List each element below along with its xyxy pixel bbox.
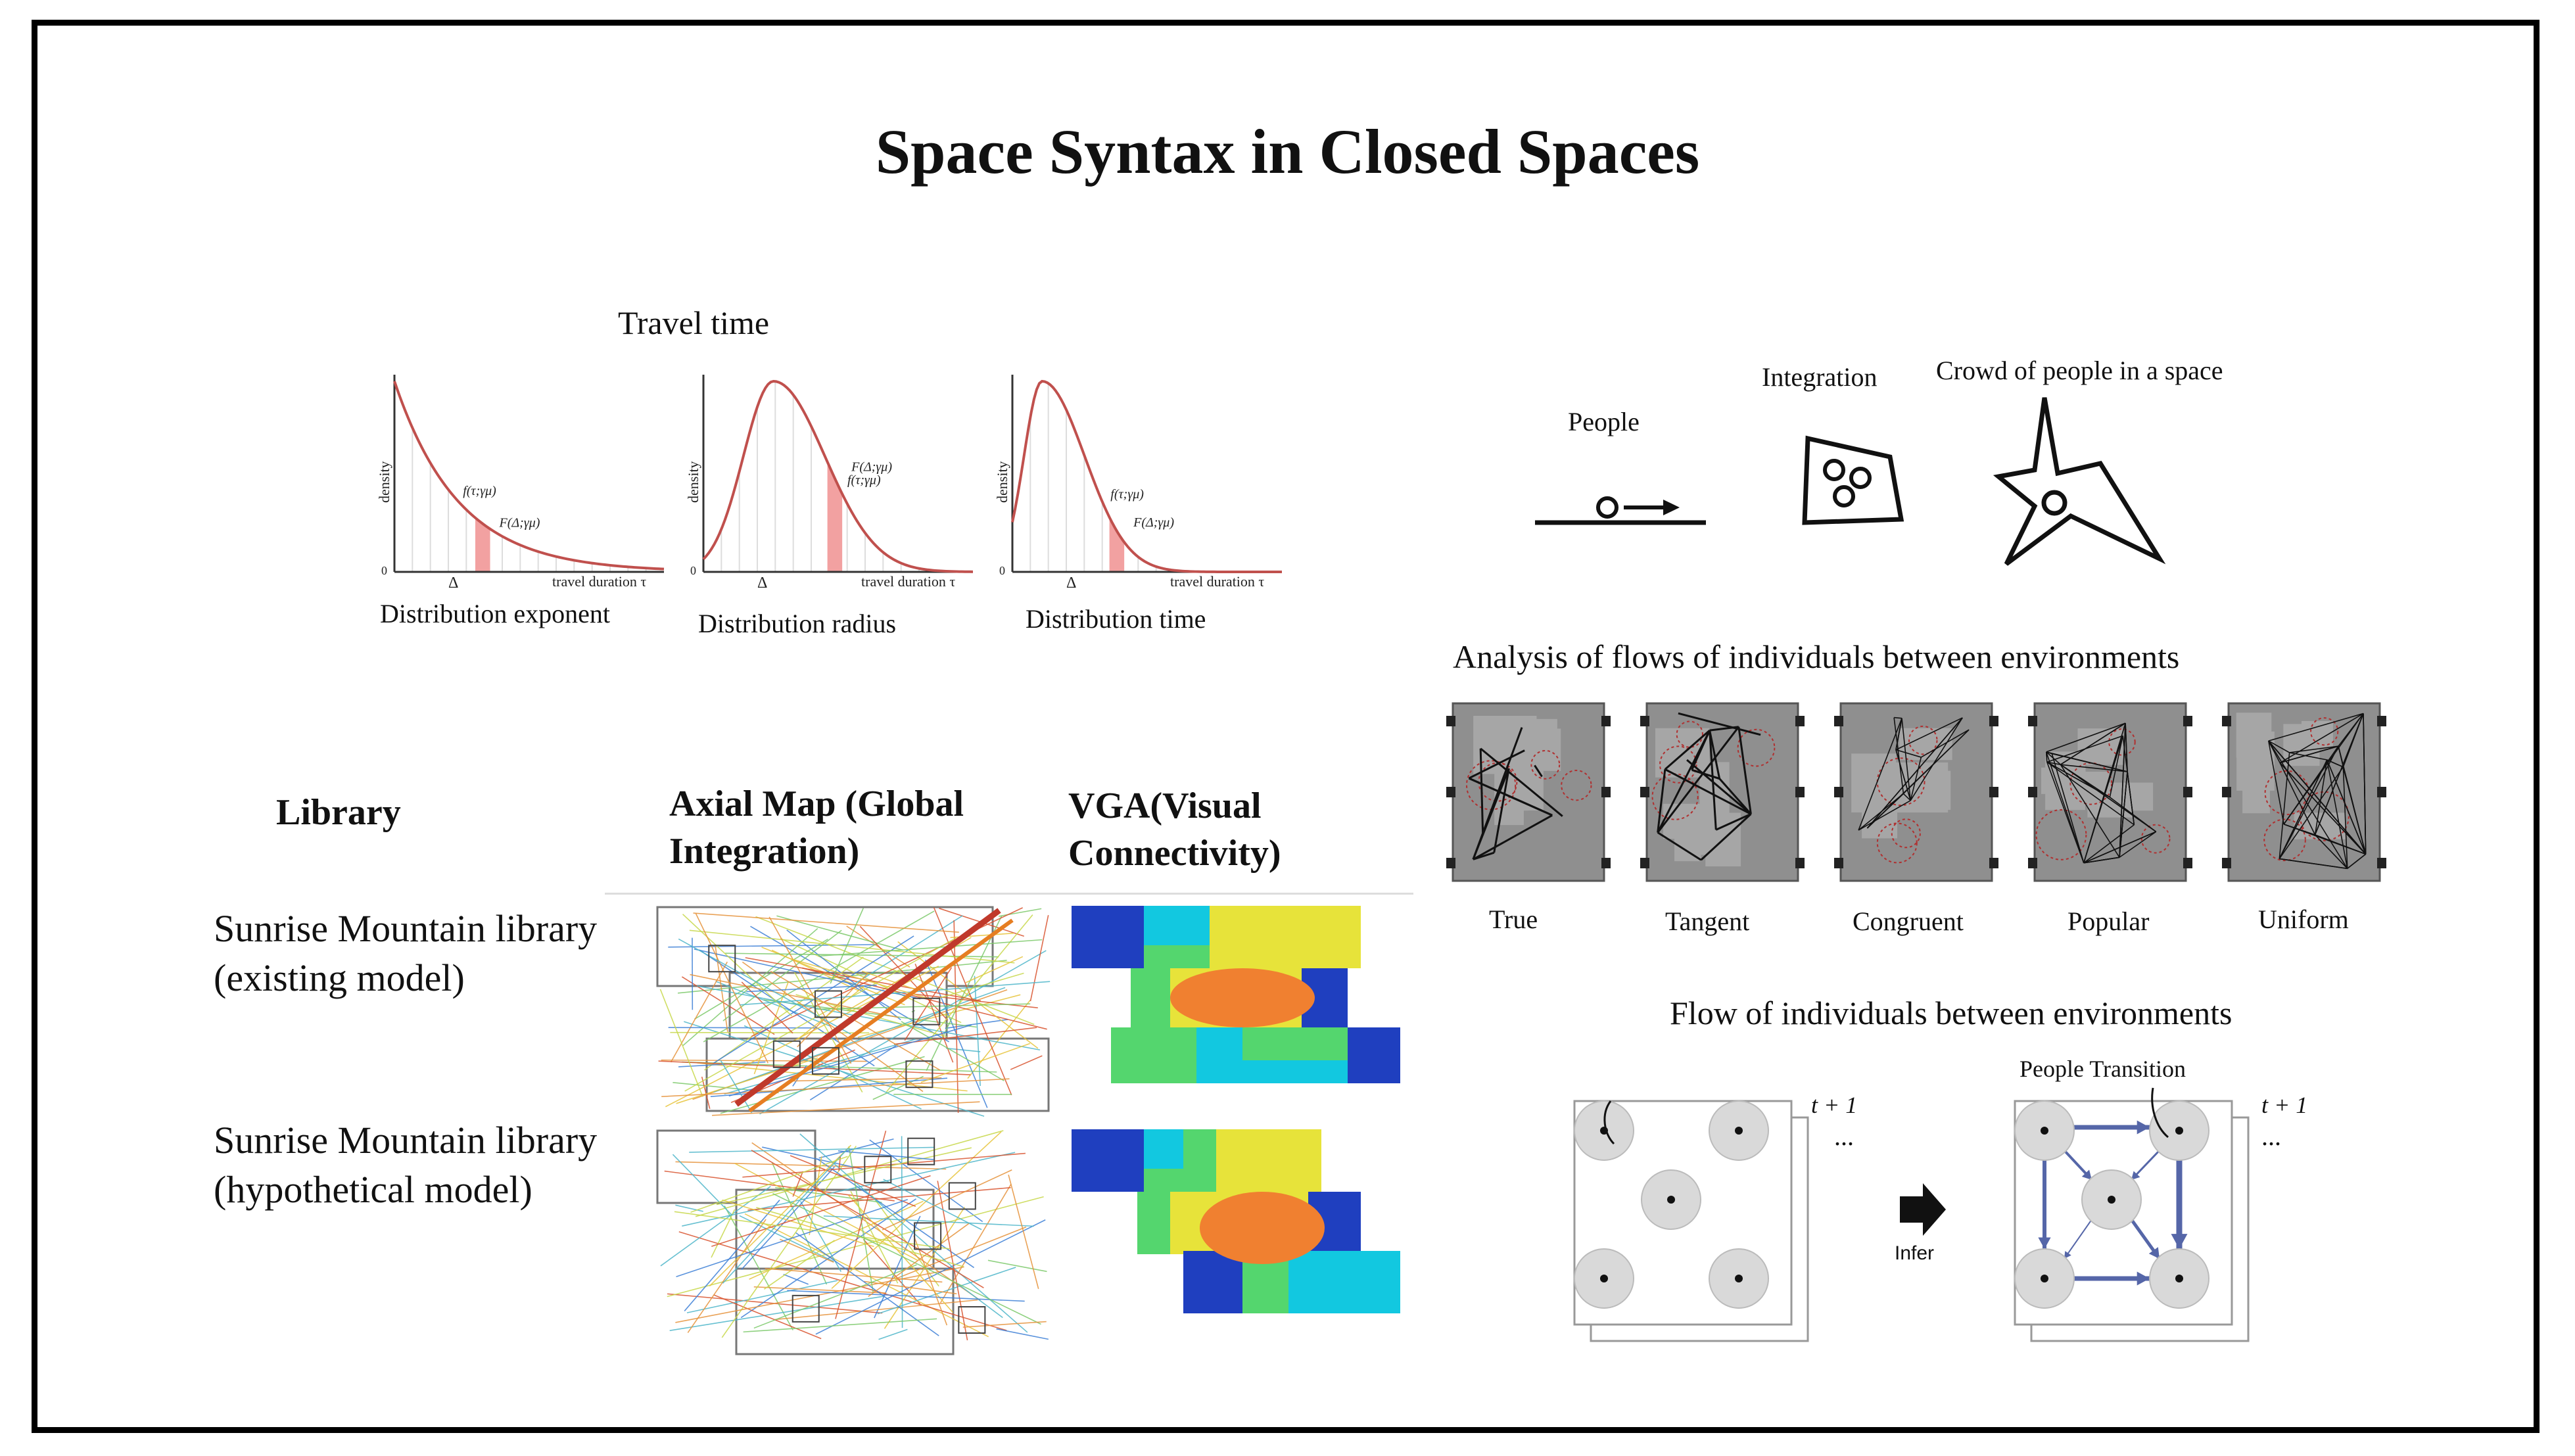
origin-label: 0 (999, 564, 1005, 577)
flow-label-congruent: Congruent (1853, 906, 1964, 936)
flow-env-diagram (1573, 1087, 2250, 1342)
chart-radius: density travel duration τ Δ 0 f(τ;γμ)F(Δ;γμ) (685, 375, 974, 592)
travel-time-heading: Travel time (618, 304, 770, 341)
density-curve (1011, 379, 1282, 573)
density-curve (393, 381, 665, 571)
density-curve (702, 379, 974, 573)
delta-label: Δ (1066, 575, 1076, 592)
chart-time: density travel duration τ Δ 0 f(τ;γμ) F(Δ;γμ) (994, 375, 1282, 592)
flows-heading: Analysis of flows of individuals between… (1453, 638, 2180, 675)
x-axis-label: travel duration τ (552, 573, 646, 590)
ellipsis-right: ... (2261, 1121, 2281, 1151)
people-icon (1535, 496, 1706, 525)
people-label: People (1568, 407, 1640, 436)
flow-maps (1446, 702, 2386, 882)
y-axis-label: density (376, 461, 392, 503)
delta-label: Δ (757, 575, 767, 592)
origin-label: 0 (690, 564, 696, 577)
y-axis-label: density (685, 461, 701, 503)
table-divider (605, 893, 1413, 895)
y-axis-label: density (994, 461, 1010, 503)
flow-env-heading: Flow of individuals between environments (1670, 995, 2232, 1031)
caption-time: Distribution time (1026, 604, 1206, 634)
chart-exponent: density travel duration τ Δ 0 f(τ;γμ) F(Δ;γμ) (376, 375, 665, 592)
f-label: f(τ;γμ) (847, 473, 881, 488)
density-shaded-area (475, 517, 490, 572)
vga-existing (1072, 906, 1400, 1083)
infer-label: Infer (1895, 1242, 1935, 1264)
next-step-left: t + 1 (1811, 1092, 1858, 1118)
flow-map-1 (1446, 702, 1611, 882)
flow-label-true: True (1489, 904, 1538, 934)
axial-map-existing (656, 906, 1051, 1117)
F-label: F(Δ;γμ) (851, 460, 892, 475)
flow-map-4 (2028, 702, 2192, 882)
ellipsis-left: ... (1834, 1121, 1854, 1151)
flow-label-uniform: Uniform (2258, 904, 2349, 934)
col-axial: Axial Map (Global Integration) (669, 784, 964, 872)
axial-primary-line (734, 908, 1001, 1107)
integration-icon (1802, 435, 1904, 525)
integration-label: Integration (1762, 362, 1878, 392)
vga-hotspot (1170, 968, 1315, 1027)
next-step-right: t + 1 (2261, 1092, 2308, 1118)
slide-border (32, 20, 2540, 1433)
density-shaded-area (1109, 517, 1125, 572)
transition-arrow (2064, 1219, 2092, 1259)
flow-label-tangent: Tangent (1665, 906, 1750, 936)
flow-map-5 (2222, 702, 2386, 882)
caption-radius: Distribution radius (698, 609, 897, 638)
x-axis-label: travel duration τ (1170, 573, 1264, 590)
crowd-label: Crowd of people in a space (1936, 356, 2223, 385)
f-label: f(τ;γμ) (1110, 487, 1144, 502)
infer-arrow-icon (1900, 1183, 1946, 1236)
crowd-icon (1993, 397, 2166, 566)
F-label: F(Δ;γμ) (499, 516, 540, 530)
density-shaded-area (827, 461, 843, 572)
axial-map-hypothetical (656, 1129, 1049, 1355)
row-existing-label: Sunrise Mountain library (existing model… (214, 907, 598, 999)
people-transition-label: People Transition (2020, 1056, 2186, 1082)
col-vga: VGA(Visual Connectivity) (1068, 786, 1281, 874)
caption-exponent: Distribution exponent (380, 599, 610, 628)
f-label: f(τ;γμ) (463, 484, 496, 498)
origin-label: 0 (381, 564, 387, 577)
row-hypothetical-label: Sunrise Mountain library (hypothetical m… (214, 1119, 598, 1211)
vga-hypothetical (1072, 1129, 1400, 1313)
vga-hotspot (1200, 1192, 1325, 1264)
delta-label: Δ (448, 575, 458, 592)
flow-map-3 (1834, 702, 1998, 882)
x-axis-label: travel duration τ (861, 573, 955, 590)
flow-label-popular: Popular (2067, 906, 2150, 936)
flow-map-2 (1640, 702, 1805, 882)
col-library: Library (276, 792, 401, 833)
F-label: F(Δ;γμ) (1133, 515, 1174, 530)
slide-title: Space Syntax in Closed Spaces (875, 116, 1700, 187)
